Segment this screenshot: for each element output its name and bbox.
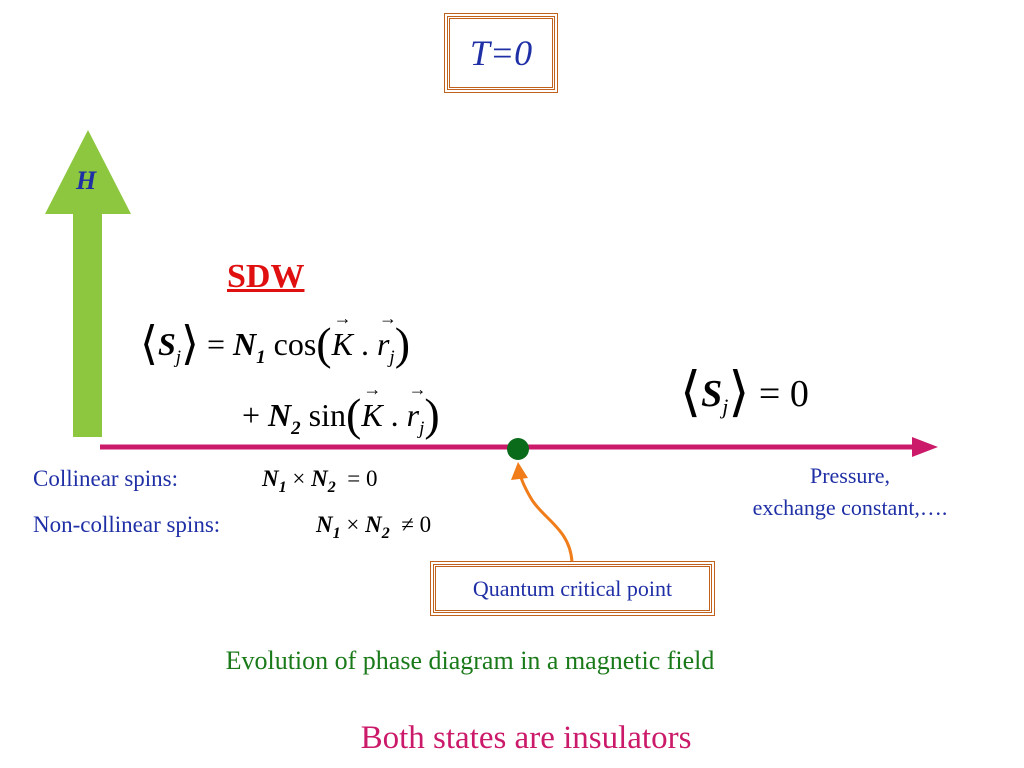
- conclusion-text: Both states are insulators: [360, 720, 692, 756]
- diagram-caption: Evolution of phase diagram in a magnetic…: [225, 646, 715, 675]
- temperature-title: T=0: [469, 33, 533, 73]
- control-axis-label-line2: exchange constant,….: [752, 495, 948, 520]
- paramagnet-equation: ⟨Sj⟩ = 0: [680, 362, 809, 422]
- control-axis-label: Pressure, exchange constant,….: [700, 460, 1000, 524]
- control-axis-arrowhead: [912, 437, 938, 457]
- qcp-pointer-arrow: [518, 473, 574, 563]
- sdw-label: SDW: [227, 258, 305, 295]
- noncollinear-label: Non-collinear spins:: [33, 512, 221, 537]
- position-vector-r: r: [377, 308, 398, 363]
- qcp-label-box: Quantum critical point: [430, 561, 715, 616]
- wavevector-k: K: [332, 308, 353, 363]
- control-axis-label-line1: Pressure,: [809, 463, 891, 488]
- cos-function: cos: [273, 326, 317, 362]
- qcp-pointer-arrowhead: [511, 462, 528, 480]
- sin-function: sin: [308, 397, 346, 433]
- sdw-equation-line2: + N2 sin(K . rj): [242, 379, 440, 441]
- temperature-title-box: T=0: [444, 13, 558, 93]
- noncollinear-condition: N1 × N2 ≠ 0: [316, 512, 432, 542]
- qcp-dot: [507, 438, 529, 460]
- collinear-condition: N1 × N2 = 0: [262, 466, 378, 496]
- collinear-label: Collinear spins:: [33, 466, 179, 491]
- qcp-label: Quantum critical point: [472, 575, 673, 601]
- spin-symbol: S: [157, 326, 176, 362]
- sdw-equation-line1: ⟨Sj⟩ = N1 cos(K . rj): [140, 308, 410, 370]
- field-axis-label: H: [76, 166, 97, 195]
- field-arrow: [45, 130, 131, 437]
